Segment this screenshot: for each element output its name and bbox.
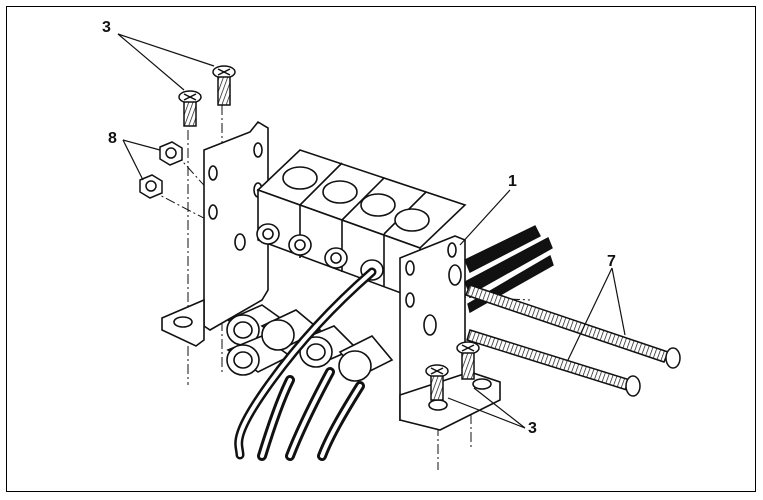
callout-long-bolts: 7	[607, 253, 616, 270]
callout-screws-top: 3	[102, 19, 111, 36]
callout-nuts: 8	[108, 130, 117, 147]
screw-icon	[212, 65, 236, 106]
leader-lines	[117, 33, 626, 429]
long-bolt-icon	[465, 284, 681, 369]
tube-fittings	[226, 304, 394, 382]
left-mounting-bracket	[161, 120, 269, 347]
nut-icon	[159, 141, 183, 166]
right-mounting-bracket	[399, 235, 501, 431]
pneumatic-tubes	[234, 267, 377, 461]
screw-icon	[178, 90, 202, 127]
screw-icon	[456, 341, 480, 380]
callout-screws-bottom: 3	[528, 420, 537, 437]
nut-icon	[139, 174, 163, 199]
callout-labels: 3 8 1 7 3	[102, 19, 616, 437]
long-bolt-icon	[466, 329, 641, 397]
manifold-block	[256, 149, 467, 302]
screw-icon	[425, 364, 449, 401]
callout-manifold: 1	[508, 173, 517, 190]
